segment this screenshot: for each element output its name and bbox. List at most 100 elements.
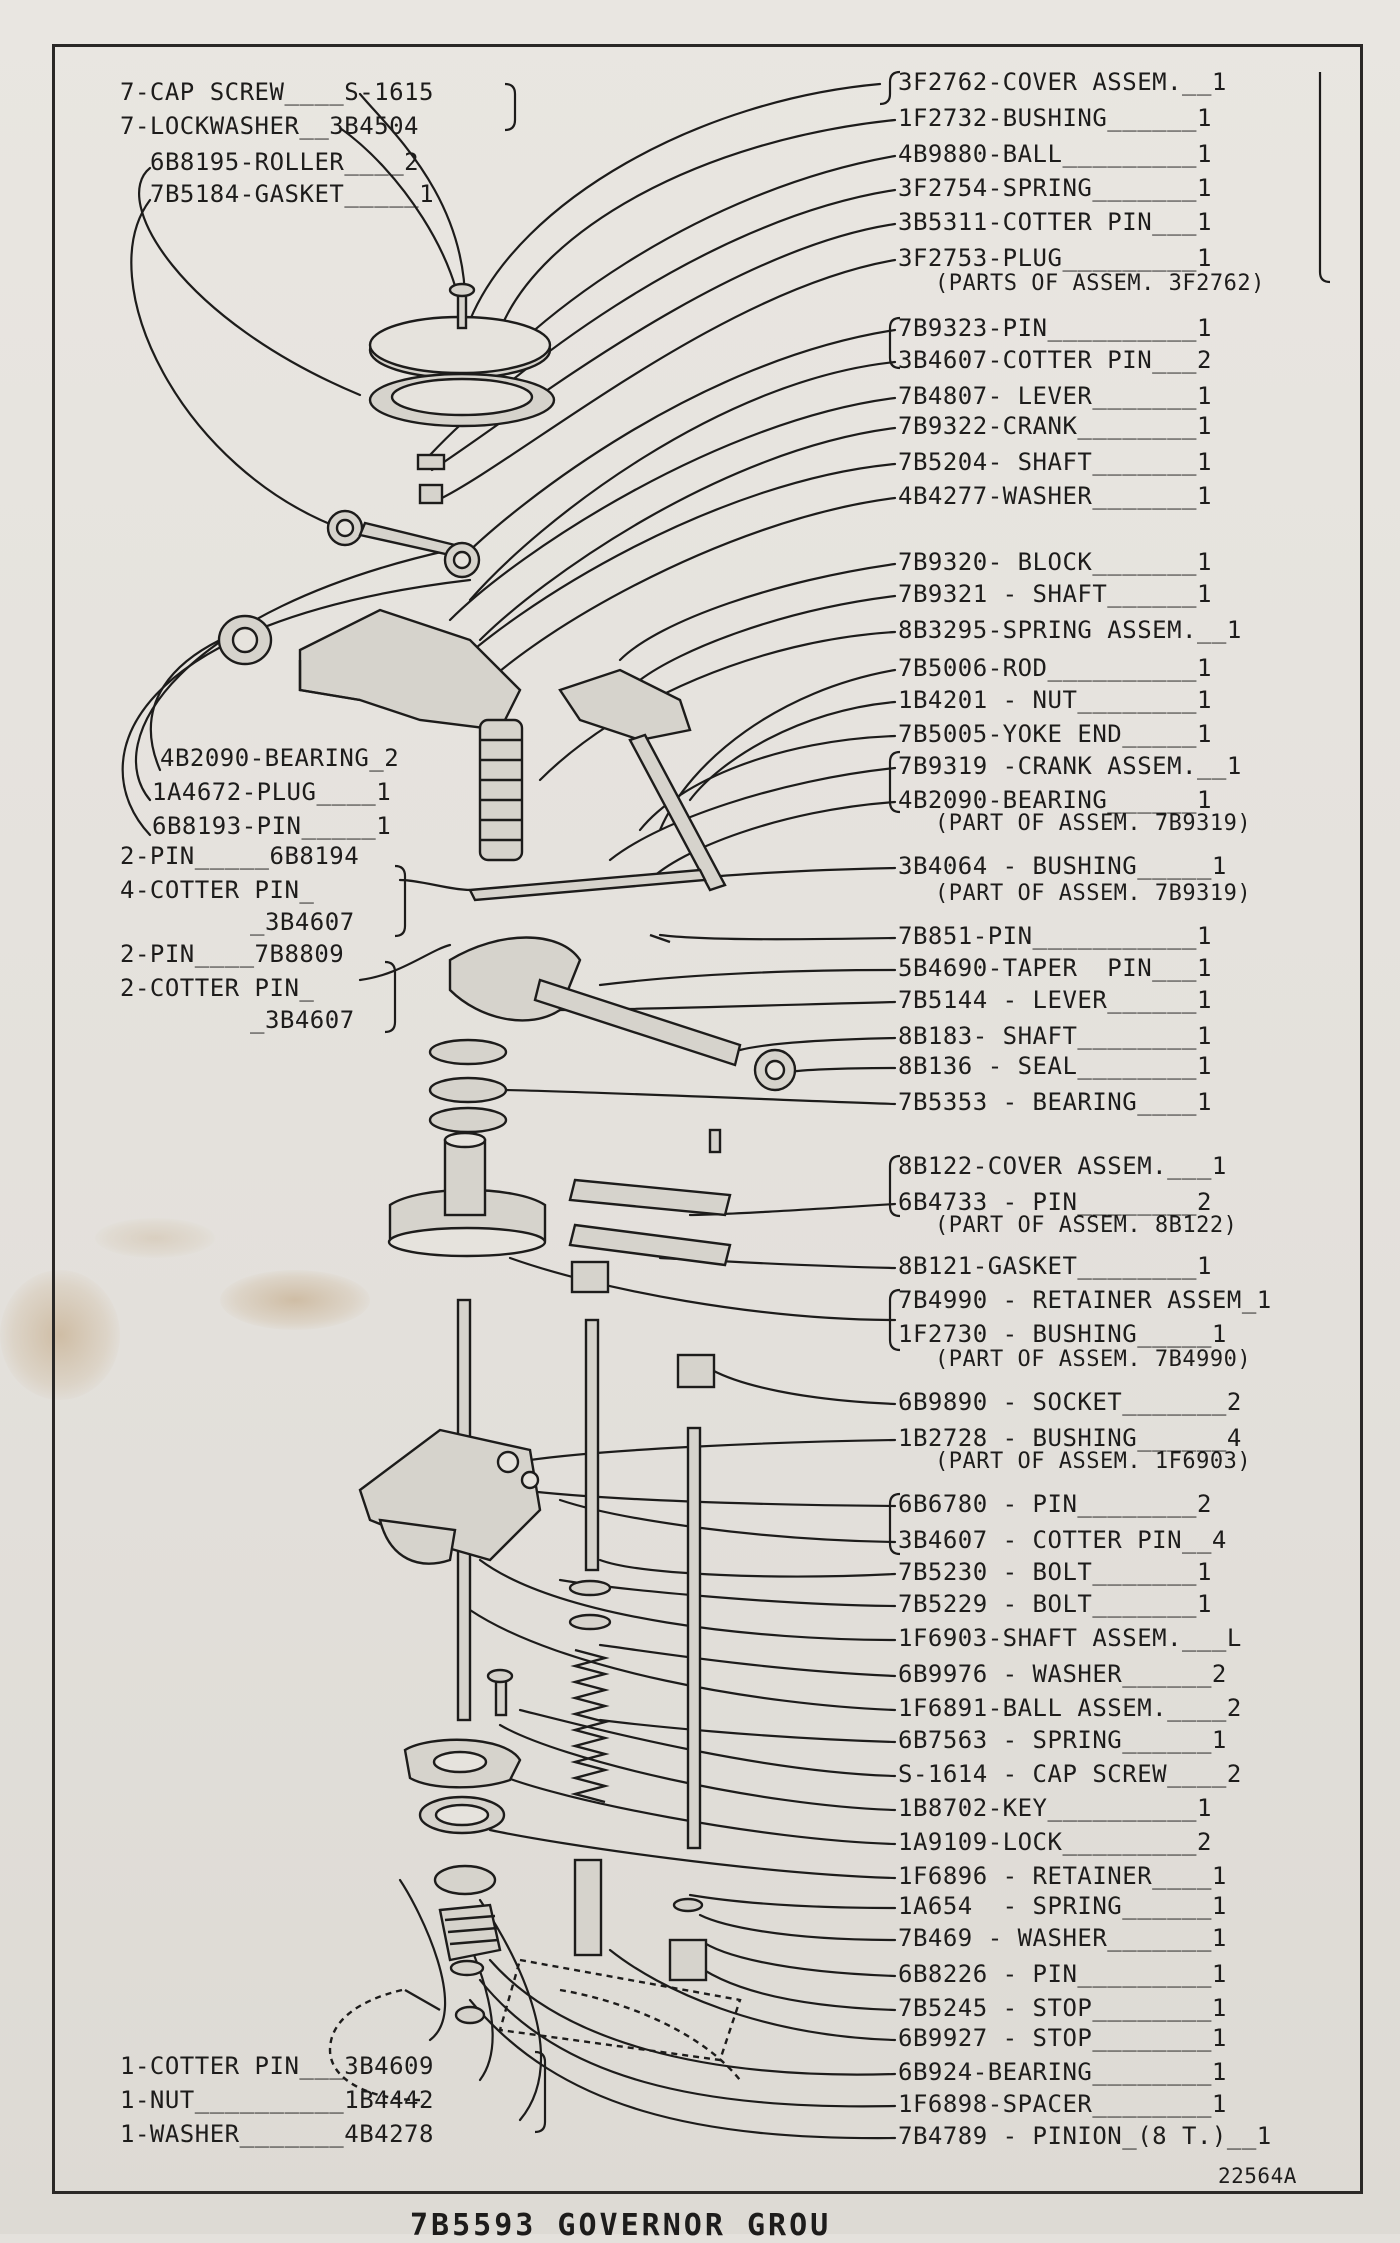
part-note: (PART OF ASSEM. 8B122) (935, 1213, 1238, 1238)
flyweight (378, 1518, 457, 1565)
part-callout: 7B5144 - LEVER______1 (898, 986, 1212, 1014)
part-callout: 6B6780 - PIN________2 (898, 1490, 1212, 1518)
part-callout: 3F2753-PLUG_________1 (898, 244, 1212, 272)
part-callout: 2-PIN____7B8809 (120, 940, 345, 968)
bottom-caption: 7B5593 GOVERNOR GROU (410, 2208, 832, 2243)
part-callout: 1-COTTER PIN___3B4609 (120, 2052, 434, 2080)
part-callout: 6B7563 - SPRING______1 (898, 1726, 1227, 1754)
part-callout: 1F6898-SPACER________1 (898, 2090, 1227, 2118)
part-callout: 6B924-BEARING________1 (898, 2058, 1227, 2086)
part-callout: 7B851-PIN___________1 (898, 922, 1212, 950)
bearing-race (428, 1038, 508, 1066)
part-callout: 1B4201 - NUT________1 (898, 686, 1212, 714)
cover-plate (568, 1178, 732, 1217)
part-callout: 1B8702-KEY__________1 (898, 1794, 1212, 1822)
diagram-border (52, 44, 1363, 2194)
part-callout: 7B9323-PIN__________1 (898, 314, 1212, 342)
part-callout: 7B4990 - RETAINER ASSEM_1 (898, 1286, 1272, 1314)
group-braces (384, 70, 1331, 2134)
part-callout: 8B183- SHAFT________1 (898, 1022, 1212, 1050)
part-callout: 7-LOCKWASHER__3B4504 (120, 112, 419, 140)
part-callout: 1F2732-BUSHING______1 (898, 104, 1212, 132)
part-callout: 7B4807- LEVER_______1 (898, 382, 1212, 410)
leader-lines (121, 82, 897, 2140)
part-callout: 4B2090-BEARING_2 (160, 744, 400, 772)
bolt (686, 1426, 702, 1850)
mounting-flange-outline (498, 1958, 742, 2062)
bearing-race (428, 1076, 508, 1104)
part-callout: 7B9319 -CRANK ASSEM.__1 (898, 752, 1242, 780)
part-callout: 1F2730 - BUSHING_____1 (898, 1320, 1227, 1348)
part-callout: 7B5005-YOKE END_____1 (898, 720, 1212, 748)
paper-stain (0, 1270, 120, 1400)
paper-stain (220, 1270, 370, 1330)
spacer (573, 1858, 603, 1957)
pinion-bearing (433, 1864, 497, 1896)
part-callout: 7B5229 - BOLT_______1 (898, 1590, 1212, 1618)
retainer-neck (443, 1138, 487, 1217)
part-callout: 8B122-COVER ASSEM.___1 (898, 1152, 1227, 1180)
governor-spring (570, 1648, 610, 1804)
part-callout: 6B9976 - WASHER______2 (898, 1660, 1227, 1688)
part-note: (PART OF ASSEM. 7B9319) (935, 811, 1252, 836)
part-note: (PART OF ASSEM. 7B4990) (935, 1347, 1252, 1372)
part-callout: 8B121-GASKET________1 (898, 1252, 1212, 1280)
part-callout: 1A654 - SPRING______1 (898, 1892, 1227, 1920)
socket (676, 1353, 716, 1389)
governor-block (298, 608, 522, 732)
part-callout: 2-COTTER PIN_ (120, 974, 315, 1002)
part-callout: _3B4607 (250, 908, 355, 936)
part-note: (PARTS OF ASSEM. 3F2762) (935, 271, 1265, 296)
part-callout: 6B8193-PIN_____1 (152, 812, 392, 840)
cover-pin (708, 1128, 722, 1154)
part-callout: 4B4277-WASHER_______1 (898, 482, 1212, 510)
part-callout: 2-PIN_____6B8194 (120, 842, 360, 870)
part-callout: 5B4690-TAPER PIN___1 (898, 954, 1212, 982)
roller-shaft (358, 521, 457, 557)
rod (468, 868, 707, 902)
figure-number: 22564A (1218, 2164, 1297, 2188)
part-callout: 7B5184-GASKET_____1 (150, 180, 435, 208)
lever-shaft (533, 978, 742, 1067)
parts (217, 282, 797, 2102)
part-callout: 1F6903-SHAFT ASSEM.___L (898, 1624, 1242, 1652)
part-callout: 3B4064 - BUSHING_____1 (898, 852, 1227, 880)
crank-arm (628, 733, 727, 892)
spring-assembly (478, 718, 524, 862)
part-callout: 7B5006-ROD__________1 (898, 654, 1212, 682)
part-callout: 6B9927 - STOP________1 (898, 2024, 1227, 2052)
part-callout: 4B2090-BEARING______1 (898, 786, 1212, 814)
part-callout: 1A9109-LOCK_________2 (898, 1828, 1212, 1856)
cotter-pin (404, 1988, 441, 2012)
part-callout: 7B4789 - PINION_(8 T.)__1 (898, 2122, 1272, 2150)
cover-gasket-plate (568, 1223, 732, 1267)
pinion-washer (449, 1959, 485, 1977)
part-callout: 7B9320- BLOCK_______1 (898, 548, 1212, 576)
part-callout: 7B5353 - BEARING____1 (898, 1088, 1212, 1116)
part-note: (PART OF ASSEM. 1F6903) (935, 1449, 1252, 1474)
washer (568, 1613, 612, 1631)
part-callout: 3B5311-COTTER PIN___1 (898, 208, 1212, 236)
part-callout: _3B4607 (250, 1006, 355, 1034)
bolt (584, 1318, 600, 1572)
part-callout: 7B5230 - BOLT_______1 (898, 1558, 1212, 1586)
part-callout: 7B469 - WASHER_______1 (898, 1924, 1227, 1952)
part-callout: 7B5245 - STOP________1 (898, 1994, 1227, 2022)
part-callout: 1-WASHER_______4B4278 (120, 2120, 434, 2148)
part-callout: 1A4672-PLUG____1 (152, 778, 392, 806)
stop (668, 1938, 708, 1982)
paper-stain (95, 1218, 215, 1258)
part-callout: 4B9880-BALL_________1 (898, 140, 1212, 168)
part-callout: 8B136 - SEAL________1 (898, 1052, 1212, 1080)
crank-assembly (558, 668, 692, 742)
part-callout: 3B4607-COTTER PIN___2 (898, 346, 1212, 374)
part-callout: 7B9322-CRANK________1 (898, 412, 1212, 440)
part-callout: 3F2754-SPRING_______1 (898, 174, 1212, 202)
nut (454, 2005, 486, 2025)
part-callout: 1F6896 - RETAINER____1 (898, 1862, 1227, 1890)
part-callout: 6B9890 - SOCKET_______2 (898, 1388, 1242, 1416)
part-callout: 6B4733 - PIN________2 (898, 1188, 1212, 1216)
part-callout: 6B8195-ROLLER____2 (150, 148, 420, 176)
